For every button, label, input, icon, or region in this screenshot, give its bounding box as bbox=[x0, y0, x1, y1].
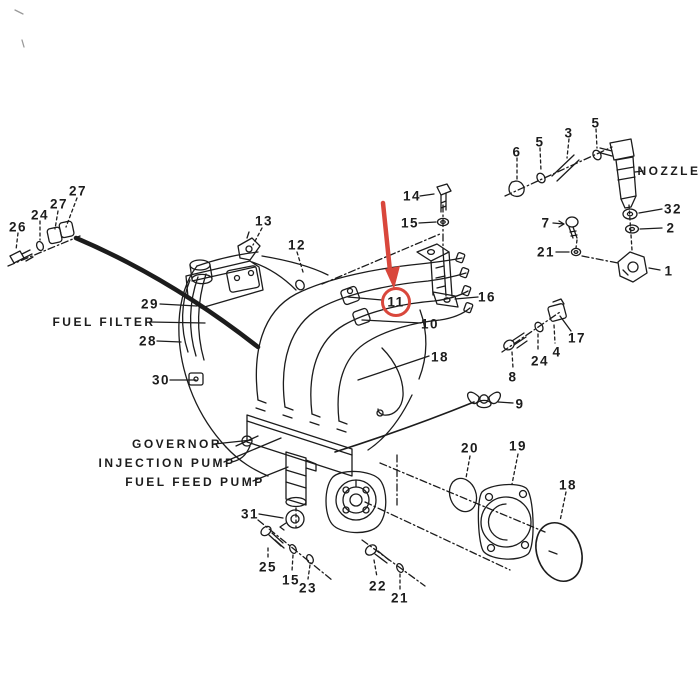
part-label-n32: 32 bbox=[663, 201, 683, 217]
part-label-n14: 14 bbox=[402, 188, 422, 204]
part-label-n27a: 27 bbox=[49, 196, 69, 212]
part-label-n8: 8 bbox=[508, 369, 518, 385]
cable-clamp-group bbox=[7, 220, 261, 350]
part-label-n29: 29 bbox=[140, 296, 160, 312]
part-label-n15t: 15 bbox=[400, 215, 420, 231]
nozzle-assembly bbox=[504, 138, 648, 283]
part-label-n30: 30 bbox=[151, 372, 171, 388]
highlight-arrow-shaft bbox=[380, 200, 393, 274]
injection-lines bbox=[251, 251, 474, 422]
o-ring-18 bbox=[535, 522, 583, 582]
part-label-n2: 2 bbox=[666, 220, 676, 236]
flange-19 bbox=[477, 483, 534, 560]
part-label-n26: 26 bbox=[8, 219, 28, 235]
part-label-n17: 17 bbox=[567, 330, 587, 346]
part-label-n5b: 5 bbox=[591, 115, 601, 131]
part-label-n11: 11 bbox=[387, 294, 405, 310]
part-label-n18m: 18 bbox=[430, 349, 450, 365]
gasket-20 bbox=[448, 477, 478, 513]
part-label-n28: 28 bbox=[138, 333, 158, 349]
part-label-n19: 19 bbox=[508, 438, 528, 454]
part-label-n6: 6 bbox=[512, 144, 522, 160]
valve-cover bbox=[185, 259, 264, 309]
part-label-n31: 31 bbox=[240, 506, 260, 522]
part-label-n18b: 18 bbox=[558, 477, 578, 493]
part-label-n12: 12 bbox=[287, 237, 307, 253]
part-label-n20: 20 bbox=[460, 440, 480, 456]
part-label-n22: 22 bbox=[368, 578, 388, 594]
bracket-13 bbox=[237, 231, 261, 261]
part-label-n7: 7 bbox=[541, 215, 551, 231]
return-pipe-18 bbox=[376, 347, 404, 417]
part-label-injection-pump: INJECTION PUMP bbox=[98, 456, 236, 470]
leader-lines bbox=[15, 128, 663, 522]
wing-nut-9 bbox=[466, 391, 502, 409]
part-label-n16: 16 bbox=[477, 289, 497, 305]
highlight-arrow-head bbox=[385, 266, 400, 289]
cable-thin-end bbox=[334, 401, 475, 453]
part-label-n5a: 5 bbox=[535, 134, 545, 150]
scan-specks bbox=[14, 9, 25, 48]
part-label-governor: GOVERNOR bbox=[131, 437, 223, 451]
part-label-n10: 10 bbox=[420, 316, 440, 332]
part-label-n21t: 21 bbox=[536, 244, 556, 260]
part-label-n25: 25 bbox=[258, 559, 278, 575]
part-label-n13: 13 bbox=[254, 213, 274, 229]
part-label-n27b: 27 bbox=[68, 183, 88, 199]
part-label-n15b: 15 bbox=[281, 572, 301, 588]
part-label-n1: 1 bbox=[664, 263, 674, 279]
part-label-n9: 9 bbox=[515, 396, 525, 412]
part-label-n24l: 24 bbox=[30, 207, 50, 223]
clamp-bolt-group bbox=[501, 298, 572, 369]
part-label-n21b: 21 bbox=[390, 590, 410, 606]
part-label-fuel-filter: FUEL FILTER bbox=[52, 315, 156, 329]
highlight-circle bbox=[381, 287, 411, 317]
part-label-n23: 23 bbox=[298, 580, 318, 596]
part-label-n24r: 24 bbox=[530, 353, 550, 369]
highlight-marks bbox=[380, 200, 411, 317]
flange-group bbox=[364, 454, 583, 582]
engine-block bbox=[178, 251, 427, 477]
part-label-fuel-feed-pump: FUEL FEED PUMP bbox=[125, 475, 265, 489]
part-label-nozzle: NOZZLE bbox=[637, 164, 700, 178]
part-label-n4: 4 bbox=[552, 344, 562, 360]
part-label-n3: 3 bbox=[564, 125, 574, 141]
bottom-fasteners bbox=[257, 507, 426, 590]
bracket-16-group bbox=[321, 183, 459, 308]
